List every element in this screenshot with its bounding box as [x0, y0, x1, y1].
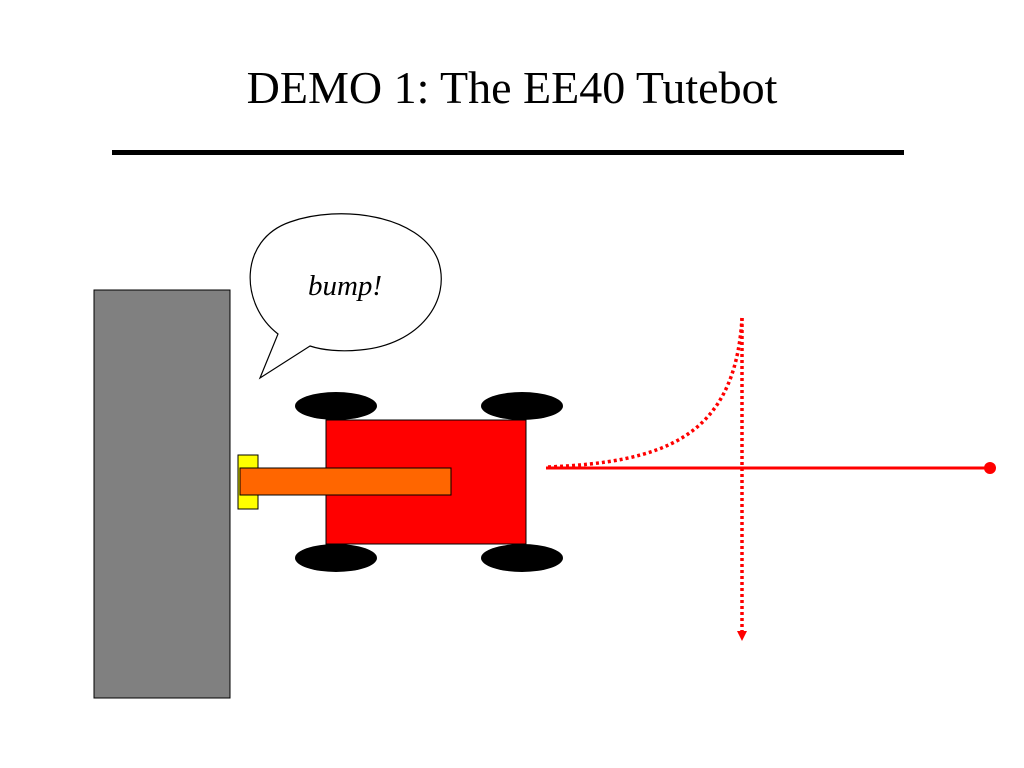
speech-bubble-text: bump! [308, 270, 382, 302]
wheel-front-bottom [295, 544, 377, 572]
wheel-rear-top [481, 392, 563, 420]
wall [93, 289, 231, 699]
title-rule [112, 150, 904, 155]
bumper-arm [239, 467, 452, 496]
wheel-front-top [295, 392, 377, 420]
slide-title: DEMO 1: The EE40 Tutebot [246, 62, 778, 113]
wheel-rear-bottom [481, 544, 563, 572]
speech-bubble [249, 213, 442, 380]
trajectory-endpoint [984, 462, 996, 474]
reverse-turn-curve [547, 317, 744, 469]
